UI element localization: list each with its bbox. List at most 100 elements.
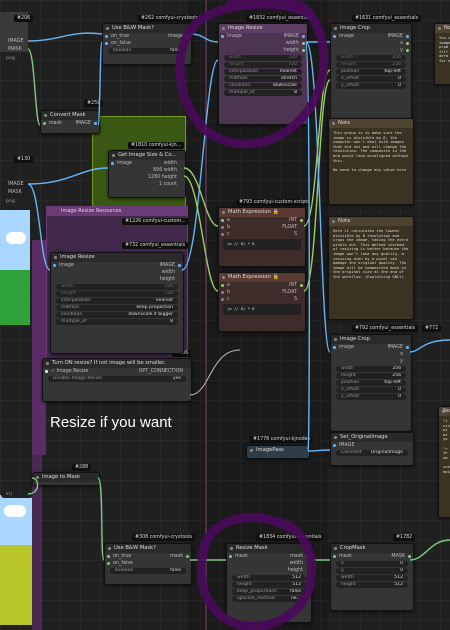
output-y[interactable]: y (331, 47, 411, 54)
node-image-to-mask[interactable]: Image to Mask (32, 472, 100, 486)
output-width[interactable]: width (161, 270, 175, 275)
slot-dot[interactable] (229, 555, 232, 558)
node-title[interactable]: Note (329, 217, 413, 226)
output-height[interactable]: height (287, 568, 303, 573)
node-title[interactable]: Math Expression 🔒 (219, 208, 305, 217)
slot-dot[interactable] (300, 219, 303, 222)
slot-dot[interactable] (221, 233, 224, 236)
output-width[interactable]: width (289, 561, 303, 566)
node-title[interactable]: Set_OriginalImage (331, 433, 413, 442)
slot-dot[interactable] (306, 555, 309, 558)
slot-dot[interactable] (333, 35, 336, 38)
node-image-pass[interactable]: ImagePass (246, 445, 310, 459)
slot-dot[interactable] (107, 555, 110, 558)
output-height[interactable]: height (219, 47, 307, 54)
input-on-false[interactable]: on_false (103, 40, 191, 47)
expression-field[interactable]: (a // 8) * 8 (223, 304, 301, 315)
node-title[interactable]: CropMask (331, 544, 413, 553)
node-title[interactable]: Get Image Size & Co... (109, 151, 185, 160)
node-title[interactable]: Image Resize (51, 253, 183, 262)
node-note-2[interactable]: Note Here it calculates the lowest divis… (328, 216, 414, 320)
expression-field[interactable]: (a // 8) * 8 (223, 239, 301, 250)
node-title[interactable]: Resize Mask (227, 544, 311, 553)
slot-dot[interactable] (105, 35, 108, 38)
node-title[interactable]: Image to Mask (33, 473, 99, 482)
output-height[interactable]: height (159, 277, 175, 282)
output-width[interactable]: width (219, 40, 307, 47)
node-title[interactable]: Note (329, 119, 413, 128)
node-title[interactable]: Math Expression 🔒 (219, 273, 305, 282)
slot-dot[interactable] (408, 555, 411, 558)
node-note-right-top[interactable]: Note You c image prom fill defa for e (434, 23, 450, 85)
left-format-widget-2[interactable]: png (1, 199, 33, 205)
slot-dot[interactable] (53, 264, 56, 267)
left-format-widget[interactable]: png (1, 56, 33, 62)
output-x[interactable]: x (400, 352, 403, 357)
node-title[interactable]: Image Crop (331, 335, 411, 344)
output-y[interactable]: y (400, 359, 403, 364)
node-turn-on-resize[interactable]: Turn ON resize? If not image will be sma… (42, 358, 192, 402)
node-title[interactable]: Convert Mask (41, 111, 99, 120)
slot-dot[interactable] (43, 122, 46, 125)
slot-dot[interactable] (302, 42, 305, 45)
left-bottom-widget[interactable]: ln] (1, 492, 33, 498)
slot-dot[interactable] (45, 370, 48, 373)
node-title[interactable]: Use B&W Mask? (105, 544, 191, 553)
slot-dot[interactable] (406, 346, 409, 349)
node-title[interactable]: Image Crop (331, 24, 411, 33)
slot-dot[interactable] (94, 122, 97, 125)
slot-dot[interactable] (302, 49, 305, 52)
node-title[interactable]: ImagePass (247, 446, 309, 455)
node-title[interactable]: Use B&W Mask? (103, 24, 191, 33)
node-title[interactable]: Image Resize (219, 24, 307, 33)
node-title[interactable]: Not (439, 407, 450, 416)
slot-dot[interactable] (186, 555, 189, 558)
slot-dot[interactable] (221, 35, 224, 38)
node-title[interactable]: Note (435, 24, 450, 33)
slot-dot[interactable] (186, 35, 189, 38)
slot-dot[interactable] (333, 346, 336, 349)
